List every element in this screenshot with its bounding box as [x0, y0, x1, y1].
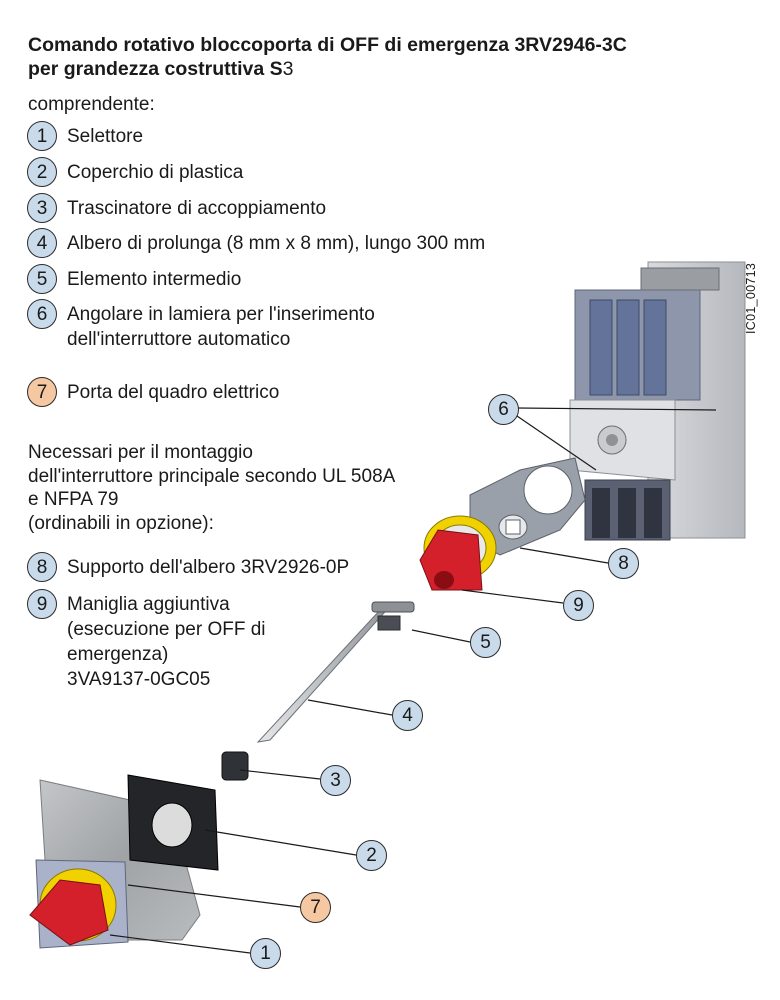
callout-2: 2 — [356, 840, 387, 871]
extension-shaft — [256, 601, 415, 743]
shaft-support-plate — [469, 457, 586, 556]
intro-text: comprendente: — [28, 94, 155, 115]
title-line-2: per grandezza costruttiva S3 — [28, 58, 294, 80]
legend-badge-7: 7 — [27, 377, 57, 407]
legend-badge-8: 8 — [27, 552, 57, 582]
legend-label-2: Coperchio di plastica — [67, 162, 244, 183]
coupling-driver — [221, 751, 249, 781]
legend-label-9b: (esecuzione per OFF di — [67, 619, 266, 640]
page-title: Comando rotativo bloccoporta di OFF di e… — [28, 33, 627, 81]
callout-7: 7 — [300, 892, 331, 923]
title-line-1: Comando rotativo bloccoporta di OFF di e… — [28, 34, 627, 56]
legend-label-3: Trascinatore di accoppiamento — [67, 198, 327, 219]
legend-badge-6: 6 — [27, 299, 57, 329]
circuit-breaker — [569, 261, 746, 541]
plastic-cover — [127, 774, 219, 871]
note-line-4: (ordinabili in opzione): — [28, 512, 214, 534]
legend-badge-2: 2 — [27, 157, 57, 187]
legend-label-9a: Maniglia aggiuntiva — [67, 594, 230, 615]
legend-badge-4: 4 — [27, 228, 57, 258]
legend-item-7: 7 Porta del quadro elettrico — [27, 377, 280, 407]
callout-5: 5 — [470, 627, 501, 658]
legend-item-6: 6 Angolare in lamiera per l'inserimento … — [27, 299, 375, 352]
selector-switch — [29, 859, 129, 949]
legend-label-5: Elemento intermedio — [67, 269, 242, 290]
legend-item-3: 3 Trascinatore di accoppiamento — [27, 193, 327, 223]
legend-badge-5: 5 — [27, 264, 57, 294]
legend-badge-1: 1 — [27, 121, 57, 151]
callout-9: 9 — [563, 590, 594, 621]
legend-item-5: 5 Elemento intermedio — [27, 264, 242, 294]
note-line-3: e NFPA 79 — [28, 489, 119, 510]
legend-label-9d: 3VA9137-0GC05 — [67, 669, 211, 690]
legend-item-2: 2 Coperchio di plastica — [27, 157, 244, 187]
note-line-1: Necessari per il montaggio — [28, 442, 253, 463]
legend-badge-3: 3 — [27, 193, 57, 223]
callout-3: 3 — [320, 765, 351, 796]
optional-note: Necessari per il montaggio dell'interrut… — [28, 441, 395, 535]
callout-4: 4 — [392, 700, 423, 731]
legend-label-6b: dell'interruttore automatico — [67, 329, 291, 350]
legend-item-8: 8 Supporto dell'albero 3RV2926-0P — [27, 552, 350, 582]
legend-label-6a: Angolare in lamiera per l'inserimento — [67, 304, 375, 325]
additional-handle — [419, 515, 497, 591]
legend-badge-9: 9 — [27, 589, 57, 619]
callout-6: 6 — [488, 394, 519, 425]
callout-8: 8 — [608, 548, 639, 579]
callout-1: 1 — [250, 938, 281, 969]
legend-label-8: Supporto dell'albero 3RV2926-0P — [67, 557, 350, 578]
legend-item-1: 1 Selettore — [27, 121, 144, 151]
legend-label-9c: emergenza) — [67, 644, 169, 665]
legend-item-9: 9 Maniglia aggiuntiva (esecuzione per OF… — [27, 589, 266, 692]
legend-item-4: 4 Albero di prolunga (8 mm x 8 mm), lung… — [27, 228, 486, 258]
legend-label-4: Albero di prolunga (8 mm x 8 mm), lungo … — [67, 233, 486, 254]
note-line-2: dell'interruttore principale secondo UL … — [28, 465, 396, 487]
figure-id: IC01_00713 — [744, 262, 758, 334]
legend-label-7: Porta del quadro elettrico — [67, 382, 280, 403]
callout-leaders — [109, 407, 717, 954]
legend-label-1: Selettore — [67, 126, 144, 147]
